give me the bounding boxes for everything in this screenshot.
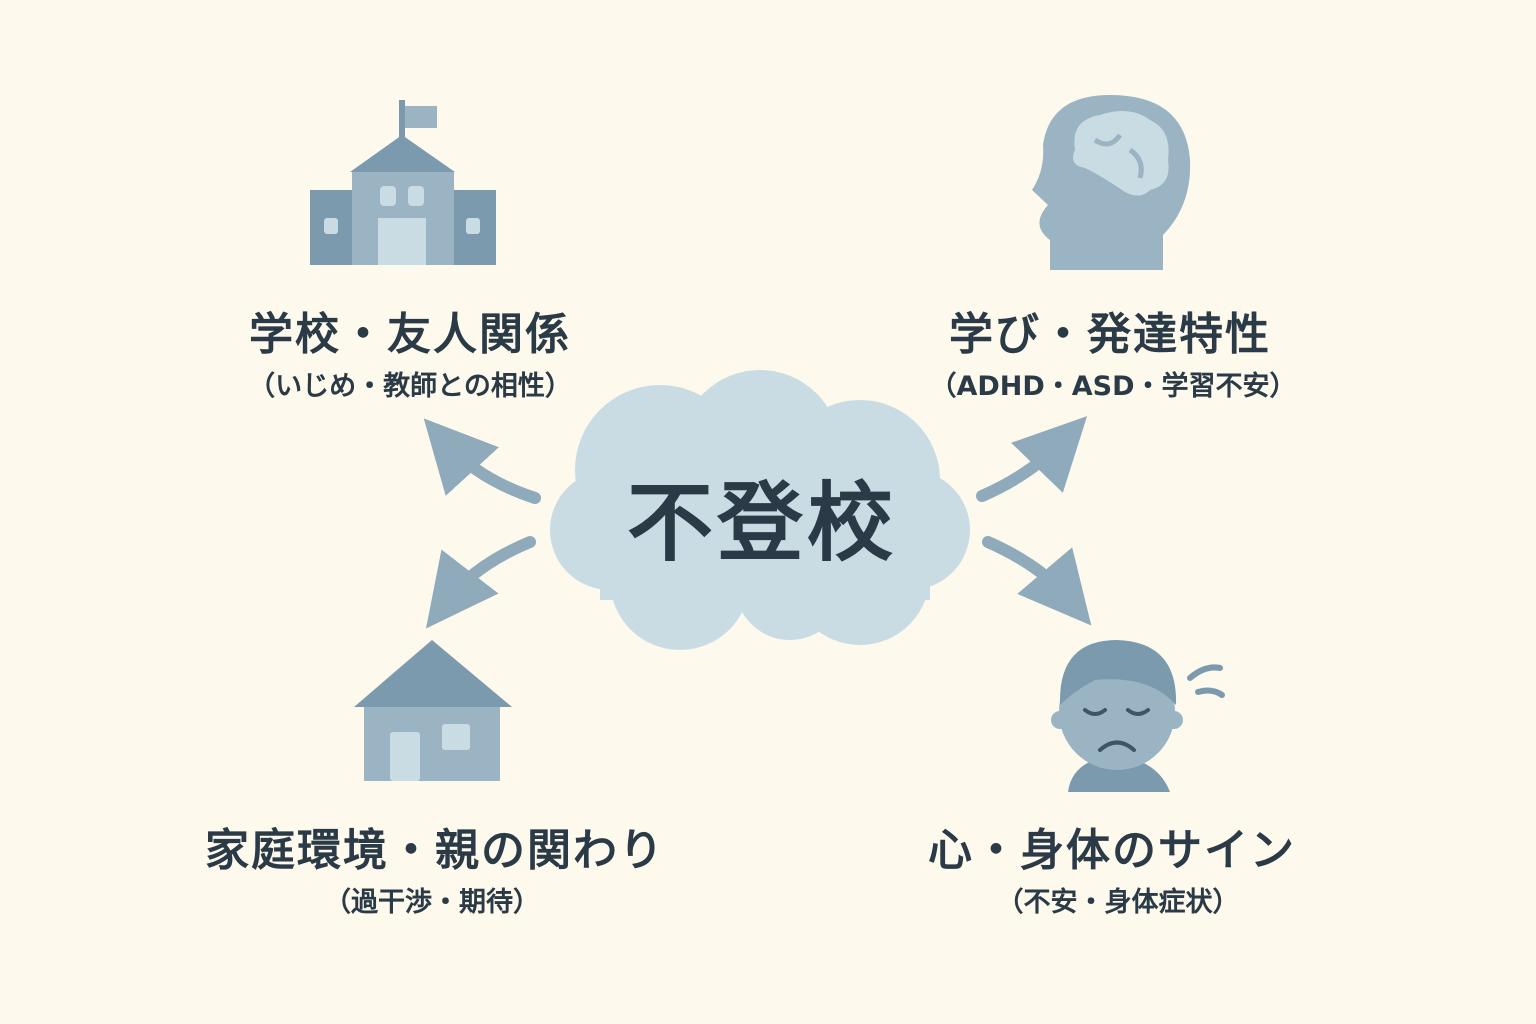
factor-title-school: 学校・友人関係	[249, 309, 571, 360]
center-label-futoko: 不登校	[627, 473, 897, 574]
factor-title-learning: 学び・発達特性	[949, 309, 1271, 360]
worried-child-icon	[1051, 640, 1225, 792]
factor-subtitle-mind-body: （不安・身体症状）	[996, 887, 1240, 918]
factor-title-mind-body: 心・身体のサイン	[928, 825, 1296, 876]
brain-head-icon	[1032, 95, 1191, 270]
house-icon	[354, 640, 512, 781]
arrow-to-mind	[982, 536, 1092, 626]
factor-subtitle-school: （いじめ・教師との相性）	[248, 371, 572, 402]
cloud-shape	[550, 370, 970, 650]
factor-subtitle-learning: （ADHD・ASD・学習不安）	[929, 371, 1297, 402]
school-icon	[310, 100, 496, 265]
factor-title-home: 家庭環境・親の関わり	[205, 825, 665, 876]
arrow-to-home	[426, 536, 536, 629]
factor-subtitle-home: （過干渉・期待）	[324, 887, 540, 918]
arrow-to-school	[423, 418, 541, 504]
arrow-to-learning	[976, 416, 1088, 502]
